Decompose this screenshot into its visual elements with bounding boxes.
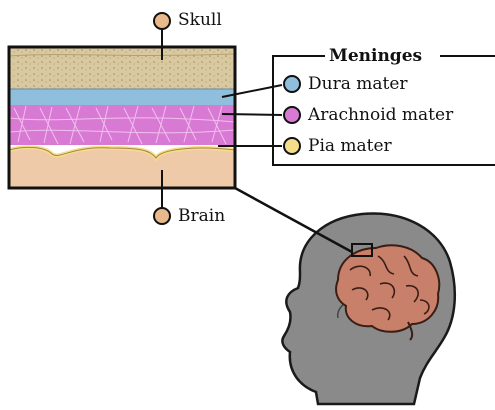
dura-mater-layer <box>9 89 235 105</box>
pia-legend-swatch <box>284 138 300 154</box>
meninges-title: Meninges <box>327 46 424 66</box>
pia-mater-label: Pia mater <box>308 136 392 156</box>
arachnoid-mater-label: Arachnoid mater <box>308 105 453 125</box>
dura-mater-label: Dura mater <box>308 74 408 94</box>
arachnoid-leader-line <box>222 114 282 115</box>
arachnoid-mater-layer <box>9 105 235 145</box>
dura-legend-swatch <box>284 76 300 92</box>
brain-tissue-layer <box>9 147 235 188</box>
skull-label: Skull <box>178 10 222 30</box>
brain-label: Brain <box>178 206 225 226</box>
arachnoid-legend-swatch <box>284 107 300 123</box>
cross-section <box>9 47 235 188</box>
